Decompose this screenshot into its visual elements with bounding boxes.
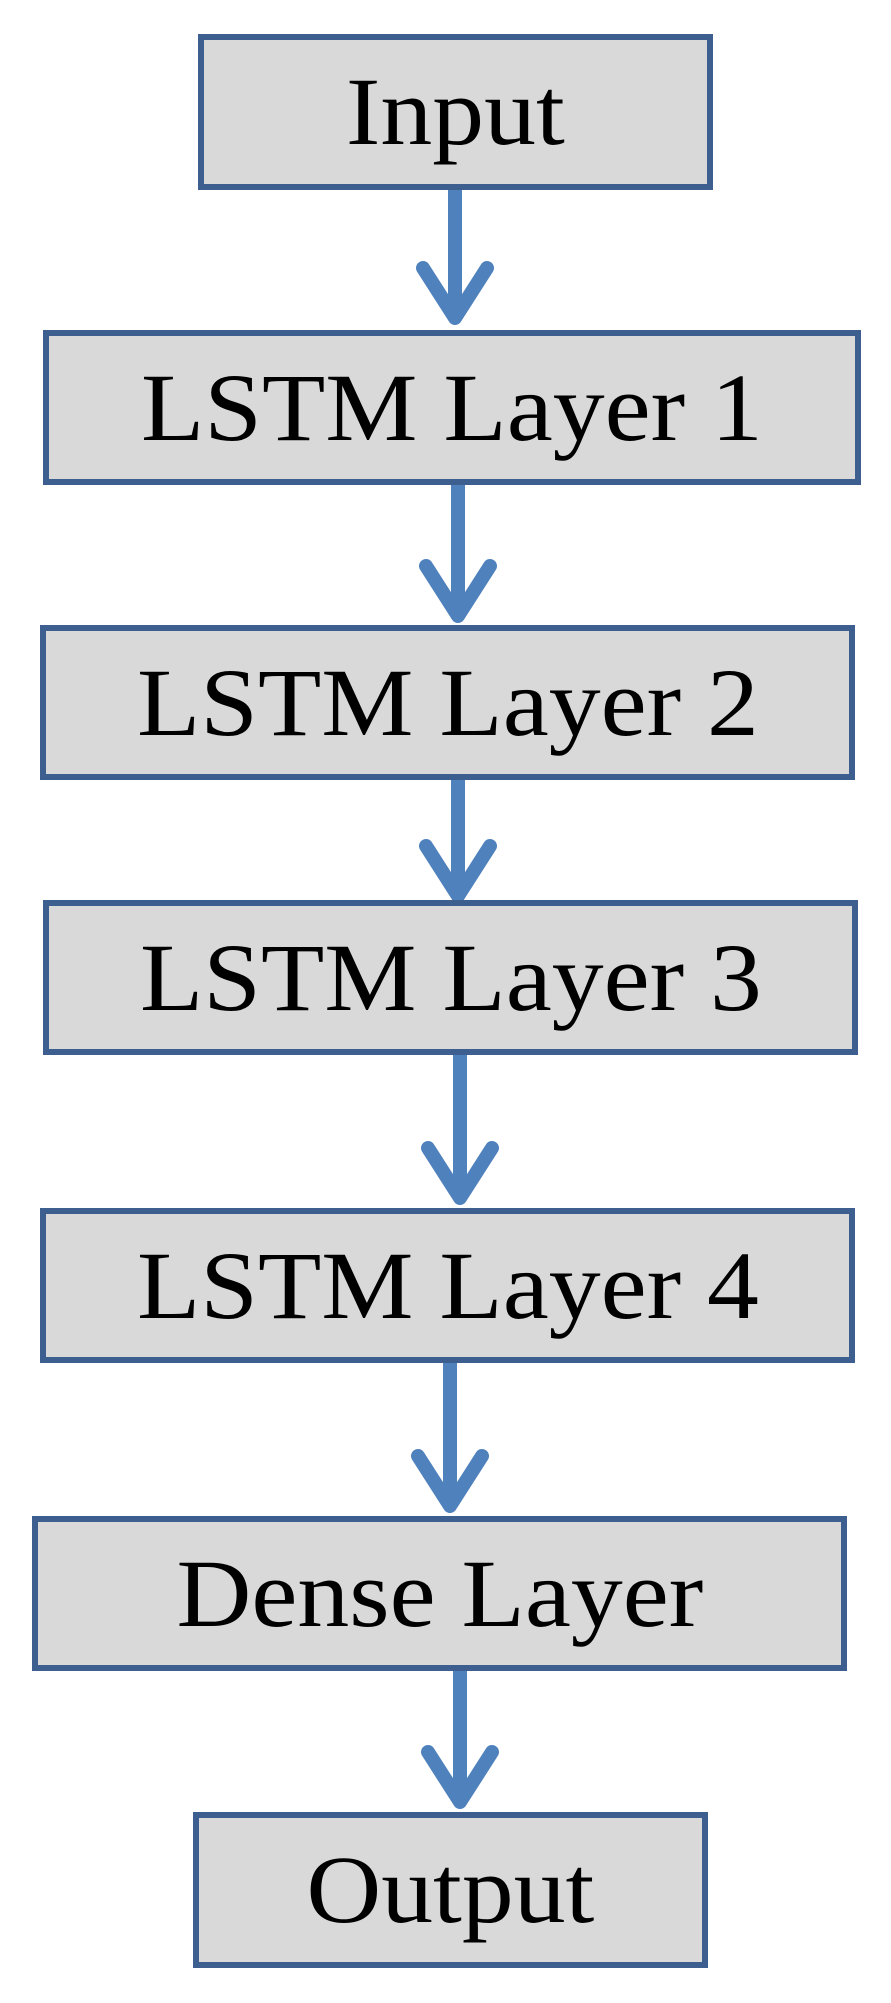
node-lstm-layer-4: LSTM Layer 4 bbox=[40, 1208, 855, 1363]
node-input: Input bbox=[198, 34, 713, 190]
node-output-label: Output bbox=[306, 1836, 595, 1943]
node-lstm-layer-1: LSTM Layer 1 bbox=[43, 330, 861, 485]
arrow-dense-to-output bbox=[421, 1664, 499, 1809]
arrow-lstm4-to-dense bbox=[411, 1356, 489, 1513]
node-lstm-layer-2: LSTM Layer 2 bbox=[40, 625, 855, 780]
node-lstm-layer-3-label: LSTM Layer 3 bbox=[139, 923, 762, 1031]
node-input-label: Input bbox=[346, 58, 565, 165]
node-lstm-layer-4-label: LSTM Layer 4 bbox=[136, 1231, 759, 1339]
arrow-lstm1-to-lstm2 bbox=[419, 478, 497, 623]
arrow-lstm2-to-lstm3 bbox=[419, 773, 497, 903]
node-dense-layer-label: Dense Layer bbox=[176, 1539, 703, 1647]
node-lstm-layer-3: LSTM Layer 3 bbox=[43, 900, 858, 1055]
arrow-input-to-lstm1 bbox=[416, 183, 494, 325]
node-output: Output bbox=[193, 1812, 708, 1968]
node-dense-layer: Dense Layer bbox=[32, 1516, 847, 1671]
arrow-lstm3-to-lstm4 bbox=[421, 1048, 499, 1205]
node-lstm-layer-2-label: LSTM Layer 2 bbox=[136, 648, 759, 756]
node-lstm-layer-1-label: LSTM Layer 1 bbox=[141, 353, 763, 461]
